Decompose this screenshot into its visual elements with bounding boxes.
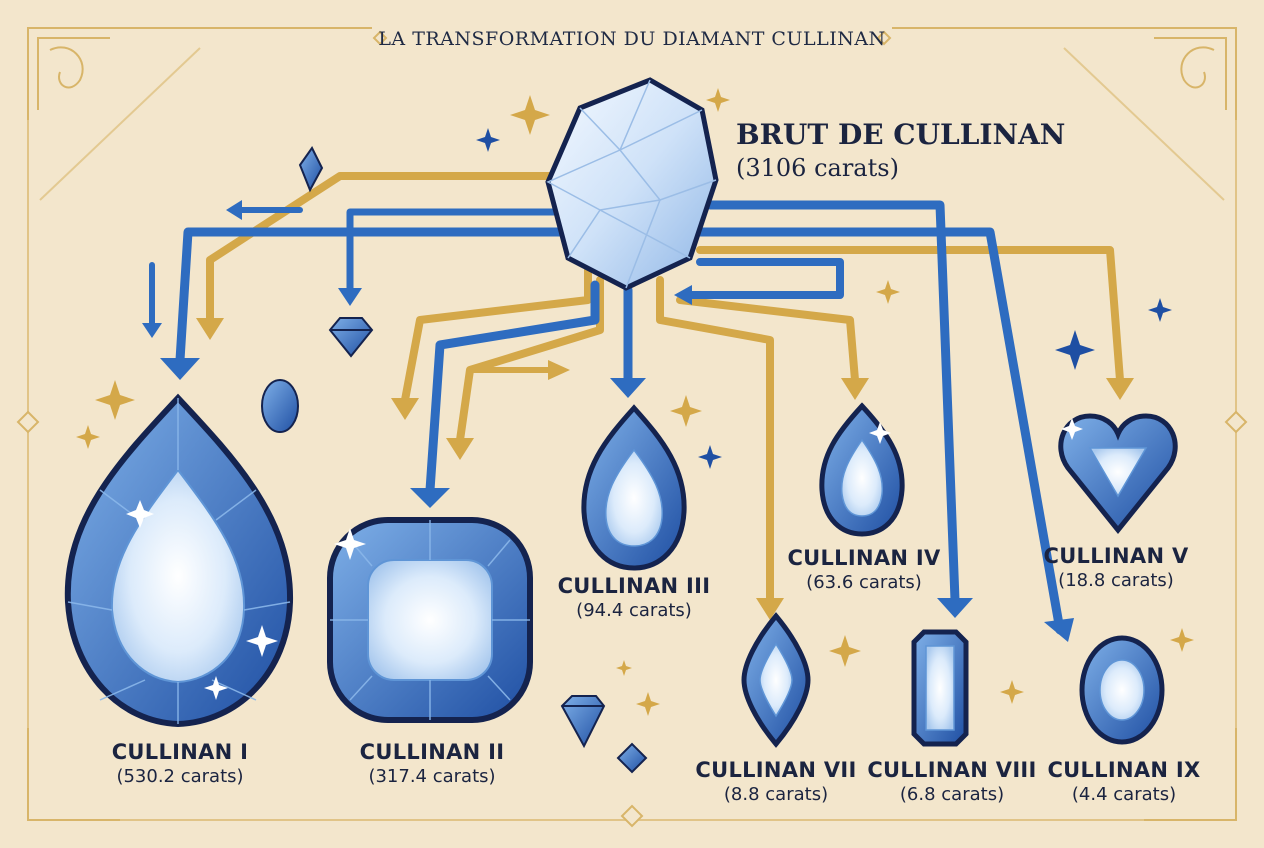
ornamental-frame bbox=[16, 27, 1248, 828]
diagram-title: LA TRANSFORMATION DU DIAMANT CULLINAN bbox=[378, 28, 886, 50]
arrow-heads bbox=[142, 200, 1134, 642]
rough-diamond-icon bbox=[545, 77, 719, 291]
stone-carats: (4.4 carats) bbox=[1071, 784, 1177, 805]
cullinan-2-gem-icon bbox=[327, 517, 533, 723]
stone-name: CULLINAN IX bbox=[1047, 758, 1201, 782]
caption-cullinan-7: CULLINAN VII (8.8 carats) bbox=[666, 758, 886, 805]
cullinan-3-gem-icon bbox=[581, 404, 687, 571]
caption-cullinan-3: CULLINAN III (94.4 carats) bbox=[524, 574, 744, 621]
cullinan-8-gem-icon bbox=[911, 629, 969, 747]
caption-cullinan-9: CULLINAN IX (4.4 carats) bbox=[1014, 758, 1234, 805]
stone-name: CULLINAN I bbox=[111, 740, 249, 764]
caption-cullinan-5: CULLINAN V (18.8 carats) bbox=[1006, 544, 1226, 591]
caption-cullinan-8: CULLINAN VIII (6.8 carats) bbox=[842, 758, 1062, 805]
stone-carats: (18.8 carats) bbox=[1058, 570, 1174, 591]
stone-name: CULLINAN IV bbox=[787, 546, 941, 570]
stone-name: CULLINAN III bbox=[557, 574, 711, 598]
cullinan-9-gem-icon bbox=[1079, 635, 1165, 745]
caption-cullinan-2: CULLINAN II (317.4 carats) bbox=[322, 740, 542, 787]
stone-carats: (8.8 carats) bbox=[723, 784, 829, 805]
stone-name: CULLINAN II bbox=[359, 740, 505, 764]
cullinan-5-gem-icon bbox=[1058, 413, 1178, 534]
rough-diamond-carats: (3106 carats) bbox=[736, 154, 899, 182]
stone-carats: (63.6 carats) bbox=[806, 572, 922, 593]
stone-name: CULLINAN V bbox=[1043, 544, 1189, 568]
cullinan-1-gem-icon bbox=[64, 393, 294, 728]
cullinan-4-gem-icon bbox=[819, 402, 905, 537]
caption-cullinan-1: CULLINAN I (530.2 carats) bbox=[70, 740, 290, 787]
stone-carats: (94.4 carats) bbox=[576, 600, 692, 621]
connector-paths bbox=[149, 172, 1124, 635]
stone-name: CULLINAN VII bbox=[695, 758, 857, 782]
small-decor-gems bbox=[261, 146, 648, 774]
sparkles bbox=[76, 88, 1194, 716]
stone-name: CULLINAN VIII bbox=[867, 758, 1037, 782]
stone-carats: (317.4 carats) bbox=[368, 766, 496, 787]
cullinan-7-gem-icon bbox=[741, 612, 811, 748]
stone-carats: (6.8 carats) bbox=[899, 784, 1005, 805]
caption-cullinan-4: CULLINAN IV (63.6 carats) bbox=[754, 546, 974, 593]
rough-diamond-name: BRUT DE CULLINAN bbox=[736, 118, 1066, 151]
stone-carats: (530.2 carats) bbox=[116, 766, 244, 787]
